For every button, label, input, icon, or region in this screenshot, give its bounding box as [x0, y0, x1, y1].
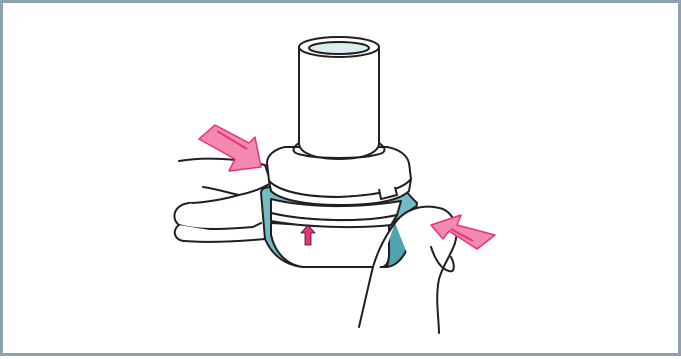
- inhaler-illustration: [3, 3, 681, 359]
- device-mouthpiece: [294, 37, 385, 159]
- left-hand: [174, 159, 271, 242]
